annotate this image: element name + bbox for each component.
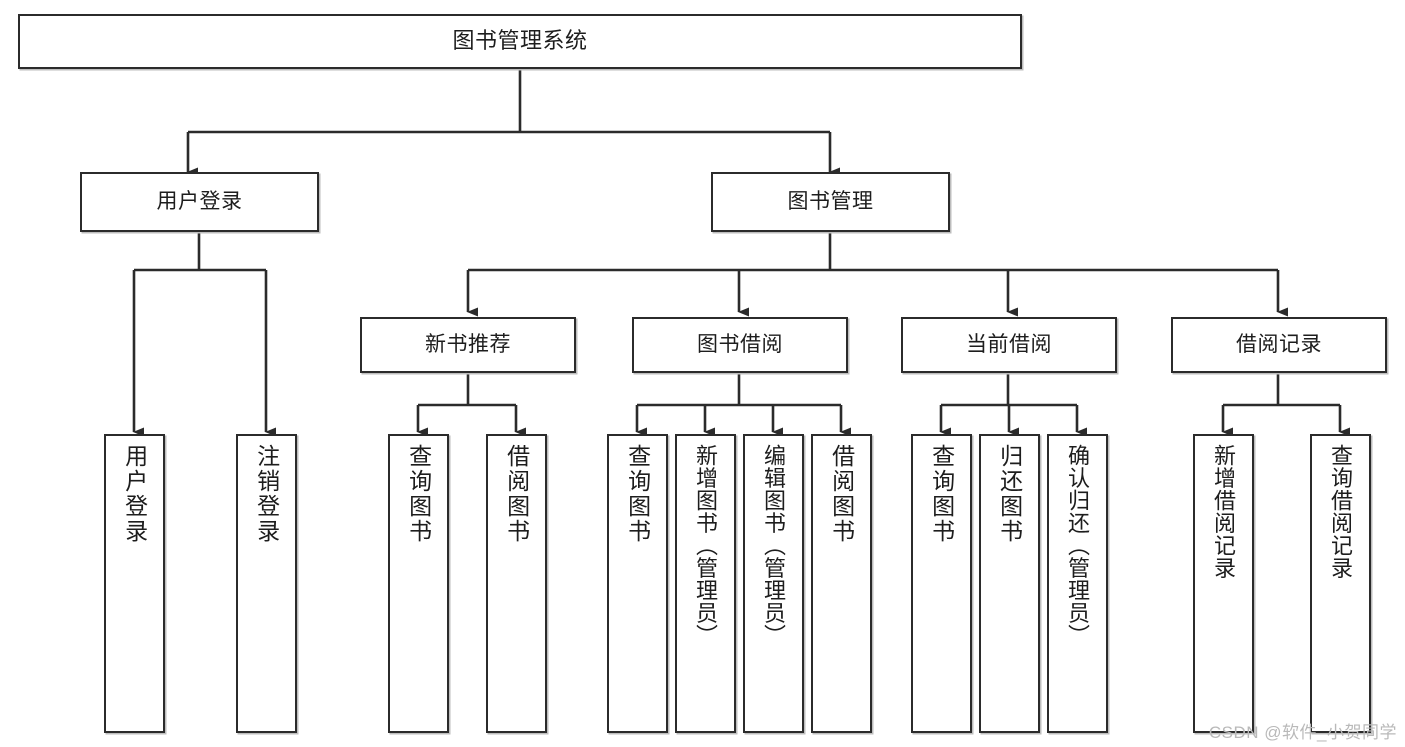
node-leaf-add-book[interactable]: 新增图书（管理员） bbox=[675, 434, 736, 733]
node-user-login[interactable]: 用户登录 bbox=[80, 172, 319, 232]
node-current-borrow-label: 当前借阅 bbox=[966, 333, 1052, 357]
node-book-borrow[interactable]: 图书借阅 bbox=[632, 317, 848, 373]
node-leaf-query-book-1[interactable]: 查询图书 bbox=[388, 434, 449, 733]
node-leaf-return-book[interactable]: 归还图书 bbox=[979, 434, 1040, 733]
node-book-borrow-label: 图书借阅 bbox=[697, 333, 783, 357]
node-leaf-user-login[interactable]: 用户登录 bbox=[104, 434, 165, 733]
node-leaf-add-record-label: 新增借阅记录 bbox=[1211, 444, 1237, 579]
node-leaf-return-book-label: 归还图书 bbox=[996, 444, 1023, 544]
node-leaf-confirm-return-label: 确认归还（管理员） bbox=[1065, 444, 1091, 647]
node-borrow-record[interactable]: 借阅记录 bbox=[1171, 317, 1387, 373]
node-leaf-add-record[interactable]: 新增借阅记录 bbox=[1193, 434, 1254, 733]
node-leaf-query-book-2[interactable]: 查询图书 bbox=[607, 434, 668, 733]
node-leaf-logout-login[interactable]: 注销登录 bbox=[236, 434, 297, 733]
node-leaf-query-book-3-label: 查询图书 bbox=[928, 444, 955, 544]
node-leaf-borrow-book-2[interactable]: 借阅图书 bbox=[811, 434, 872, 733]
node-leaf-user-login-label: 用户登录 bbox=[121, 444, 148, 544]
node-leaf-add-book-label: 新增图书（管理员） bbox=[693, 444, 719, 647]
node-leaf-query-book-1-label: 查询图书 bbox=[405, 444, 432, 544]
node-leaf-query-book-2-label: 查询图书 bbox=[624, 444, 651, 544]
node-leaf-borrow-book-1-label: 借阅图书 bbox=[503, 444, 530, 544]
node-leaf-borrow-book-2-label: 借阅图书 bbox=[828, 444, 855, 544]
node-leaf-query-record[interactable]: 查询借阅记录 bbox=[1310, 434, 1371, 733]
node-book-management-label: 图书管理 bbox=[787, 190, 874, 214]
node-leaf-edit-book-label: 编辑图书（管理员） bbox=[761, 444, 787, 647]
node-leaf-edit-book[interactable]: 编辑图书（管理员） bbox=[743, 434, 804, 733]
node-new-book-recommend[interactable]: 新书推荐 bbox=[360, 317, 576, 373]
node-borrow-record-label: 借阅记录 bbox=[1236, 333, 1322, 357]
node-leaf-query-book-3[interactable]: 查询图书 bbox=[911, 434, 972, 733]
node-root-label: 图书管理系统 bbox=[452, 28, 588, 54]
node-current-borrow[interactable]: 当前借阅 bbox=[901, 317, 1117, 373]
node-book-management[interactable]: 图书管理 bbox=[711, 172, 950, 232]
node-root[interactable]: 图书管理系统 bbox=[18, 14, 1022, 69]
node-leaf-borrow-book-1[interactable]: 借阅图书 bbox=[486, 434, 547, 733]
node-new-book-recommend-label: 新书推荐 bbox=[425, 333, 511, 357]
watermark-text: CSDN @软件_小贺同学 bbox=[1208, 723, 1397, 742]
node-user-login-label: 用户登录 bbox=[156, 190, 243, 214]
node-leaf-logout-login-label: 注销登录 bbox=[253, 444, 280, 544]
node-leaf-confirm-return[interactable]: 确认归还（管理员） bbox=[1047, 434, 1108, 733]
node-leaf-query-record-label: 查询借阅记录 bbox=[1328, 444, 1354, 579]
